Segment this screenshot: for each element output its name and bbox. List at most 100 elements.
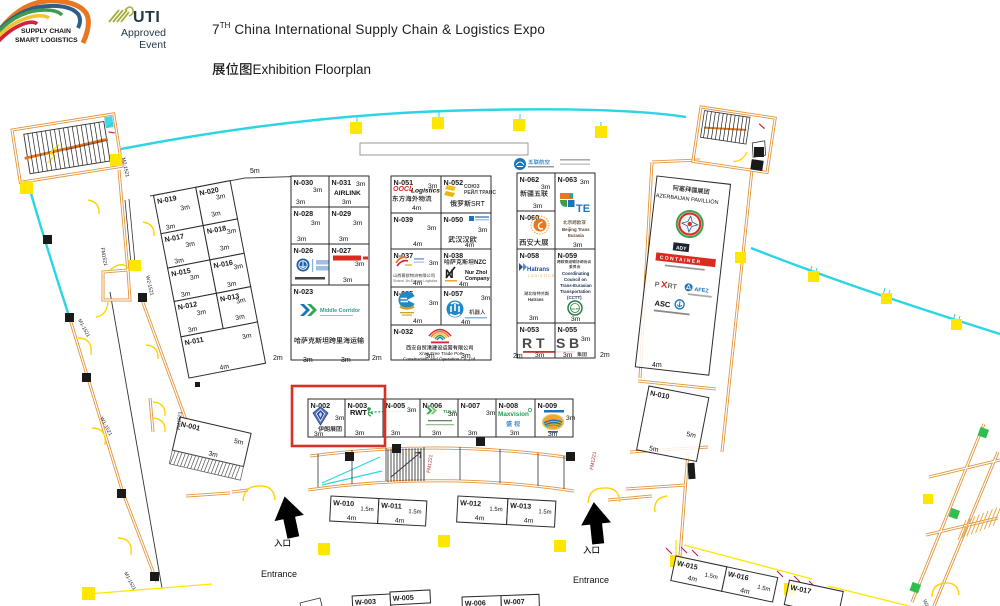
- booth-W-011-area[interactable]: [377, 497, 428, 527]
- booth-W-007-area[interactable]: [500, 593, 540, 606]
- door-arcs-shape: [587, 487, 621, 504]
- stair-southeast-hatch-shape: [983, 509, 993, 530]
- booth-N-001-shape-shape: [173, 451, 180, 465]
- columns-black-shape: [566, 452, 575, 461]
- booth-N-011-area[interactable]: [180, 321, 267, 379]
- booth-N-037-text: 3m: [429, 260, 439, 267]
- pillars-yellow-shape: [513, 119, 525, 131]
- booth-N-063-text: N-063: [558, 175, 578, 184]
- cctt-icon-shape: [567, 300, 583, 316]
- stair-northwest-shape: [36, 132, 44, 172]
- leaf-strokes-icon-shape: [124, 6, 134, 17]
- booth-N-032-text: Construction and Operation Co.,Ltd: [403, 357, 476, 362]
- booth-N-053-text: R: [522, 335, 532, 351]
- booth-N-051-text: N-051: [394, 178, 414, 187]
- stair-northwest-shape: [49, 130, 57, 170]
- booth-N-006-area[interactable]: [419, 398, 459, 438]
- booth-N-062-text: 3m: [533, 203, 543, 210]
- booth-N-005-text: 3m: [391, 430, 401, 437]
- booth-N-062-area[interactable]: [516, 172, 556, 212]
- booth-W-016-area[interactable]: [721, 566, 779, 603]
- booth-N-031-area[interactable]: [328, 175, 370, 208]
- booth-N-058-area[interactable]: [516, 248, 556, 324]
- booth-N-023-area[interactable]: [290, 284, 370, 361]
- pillars-yellow-shape: [951, 319, 962, 330]
- glass-wall-shape: [356, 112, 602, 129]
- xian-ftz-icon-shape: [436, 336, 444, 341]
- booth-N-007-area[interactable]: [457, 398, 497, 438]
- booth-W-010-text: 4m: [347, 515, 357, 523]
- leaf-strokes-icon: [108, 6, 134, 23]
- booth-N-011-text: 3m: [242, 332, 253, 341]
- aze-emblem-icon-shape: [687, 221, 692, 227]
- booth-N-005-area[interactable]: [382, 398, 421, 438]
- booth-N-037-area[interactable]: [390, 248, 442, 288]
- ktz-icon-shape: [402, 314, 412, 316]
- booth-N-050-text: 4m: [465, 242, 475, 249]
- te-icon-shape: [569, 194, 573, 198]
- booth-N-029-area[interactable]: [328, 206, 370, 245]
- booth-N-013-text: 3m: [236, 297, 247, 306]
- pillars-yellow-shape: [438, 535, 450, 547]
- booth-W-013-area[interactable]: [506, 498, 557, 528]
- stair-northwest-shape: [54, 129, 62, 169]
- booth-N-002-text: N-002: [311, 401, 331, 410]
- booth-N-063-area[interactable]: [554, 172, 596, 250]
- approved-text: Approved: [121, 27, 166, 39]
- booth-N-001-shape-shape: [203, 458, 210, 472]
- booth-W-007-text: W-007: [504, 597, 525, 606]
- te-icon-shape: [560, 200, 567, 207]
- booth-N-010-text: 5m: [648, 445, 659, 454]
- stair-northwest-shape: [98, 122, 106, 162]
- booth-N-003-text: N-003: [348, 401, 368, 410]
- booth-N-003-text: 3m: [355, 430, 365, 437]
- booth-N-008-area[interactable]: [495, 398, 536, 438]
- booth-N-027-area[interactable]: [328, 243, 370, 286]
- highlight-box[interactable]: [290, 384, 387, 448]
- booth-N-058-text: Hatrans: [527, 267, 550, 273]
- te-icon-shape: [560, 193, 573, 199]
- booth-N-001-shape-shape: [221, 462, 227, 476]
- booth-N-059-text: 委员会: [569, 264, 581, 269]
- stair-northwest-shape: [31, 132, 39, 173]
- te-icon-shape: [568, 200, 575, 207]
- booth-N-032-text: Xi'an Free Trade Port: [419, 351, 463, 356]
- booth-N-032-text: N-032: [394, 327, 414, 336]
- room-yellow-block: [128, 260, 141, 271]
- booth-N-053-text: N-053: [520, 325, 540, 334]
- afez-icon-shape: [685, 283, 692, 290]
- booth-N-029-text: N-029: [332, 209, 352, 218]
- booth-W-017: W-017: [783, 579, 844, 606]
- booth-N-010-area[interactable]: [636, 385, 710, 463]
- pavilion-walls-shape: [721, 159, 754, 453]
- azerbaijan-pavilion-shape: [653, 309, 690, 316]
- columns-black-shape: [687, 462, 696, 480]
- booth-W-005-area[interactable]: [389, 589, 432, 606]
- columns-black-shape: [195, 382, 200, 387]
- booth-W-015-text: 1.5m: [704, 572, 718, 581]
- wulian-air-icon-shape: [515, 161, 525, 167]
- booth-N-055-area[interactable]: [554, 322, 596, 359]
- booth-N-001-shape-shape: [186, 454, 193, 469]
- rainbow-swoosh-icon-shape: [0, 0, 91, 45]
- stair-southeast-hatch-shape: [975, 512, 985, 533]
- tulh-icon-shape: [426, 407, 433, 415]
- azerbaijan-pavilion-area[interactable]: [634, 175, 732, 376]
- booth-N-035-area[interactable]: [390, 286, 442, 326]
- booth-N-039-text: 3m: [427, 225, 437, 232]
- dim-labels-layer-text: 3m: [303, 357, 313, 364]
- booth-N-057-shape: [465, 317, 487, 319]
- booth-N-029-text: 3m: [353, 220, 363, 227]
- yellow-guides: [87, 540, 912, 606]
- booth-W-017-area[interactable]: [783, 579, 844, 606]
- booth-N-028-area[interactable]: [290, 206, 330, 245]
- wall-labels-layer-text: FM1521: [99, 247, 108, 266]
- booth-N-060-text: N-060: [520, 213, 540, 222]
- booth-N-059-area[interactable]: [554, 248, 596, 324]
